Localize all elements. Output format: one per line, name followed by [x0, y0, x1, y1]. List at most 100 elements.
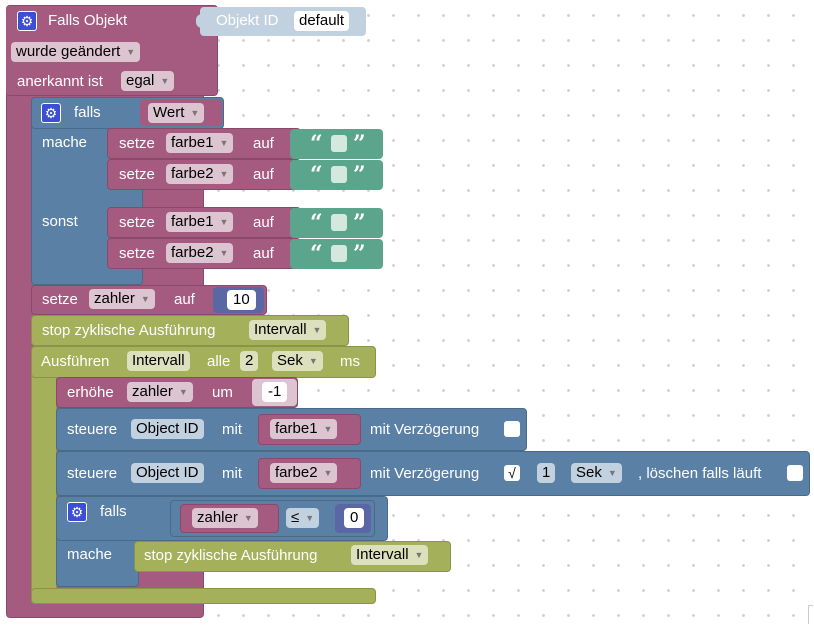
variable-value: farbe2 — [171, 244, 214, 261]
run-interval-block[interactable] — [31, 346, 57, 604]
if-label: falls — [100, 503, 127, 520]
ack-dropdown[interactable]: egal▼ — [121, 71, 175, 91]
delay-amount-input[interactable]: 1 — [537, 463, 556, 483]
operator-dropdown[interactable]: ≤▼ — [286, 508, 320, 528]
variable-dropdown-zahler[interactable]: zahler▼ — [89, 289, 155, 309]
quote-open-icon: “ — [310, 210, 323, 236]
variable-value: farbe1 — [275, 420, 318, 437]
dropdown-arrow-icon: ▼ — [190, 108, 200, 118]
clear-if-running-label: , löschen falls läuft — [638, 465, 762, 482]
number-value[interactable]: 0 — [344, 508, 365, 528]
with-label: mit — [222, 465, 242, 482]
control-label: steuere — [67, 465, 118, 482]
delay-checkbox[interactable] — [504, 421, 520, 437]
ms-label: ms — [340, 353, 360, 370]
variable-dropdown-farbe1[interactable]: farbe1 ▼ — [166, 212, 234, 232]
dropdown-arrow-icon: ▼ — [308, 356, 318, 366]
variable-dropdown-farbe1[interactable]: farbe1▼ — [166, 133, 234, 153]
gear-icon[interactable]: ⚙ — [17, 11, 37, 31]
dropdown-arrow-icon: ▼ — [323, 424, 333, 434]
delay-checkbox-checked[interactable]: √ — [504, 465, 520, 481]
variable-dropdown-farbe2[interactable]: farbe2 ▼ — [166, 243, 234, 263]
to-label: auf — [253, 245, 274, 262]
variable-value: zahler — [197, 509, 238, 526]
condition-variable-value: Wert — [153, 104, 185, 121]
interval-name-input[interactable]: Intervall — [127, 351, 190, 371]
variable-dropdown-farbe1[interactable]: farbe1 ▼ — [270, 419, 338, 439]
interval-unit-dropdown[interactable]: Sek ▼ — [272, 351, 323, 371]
stop-interval-dropdown[interactable]: Intervall▼ — [351, 545, 429, 565]
variable-value: farbe1 — [171, 213, 214, 230]
run-interval-footer — [31, 588, 376, 604]
do-label: mache — [67, 546, 113, 563]
delay-unit-value: Sek — [576, 464, 602, 481]
text-block[interactable]: “ ” — [290, 239, 383, 269]
number-value[interactable]: 10 — [227, 290, 256, 310]
quote-close-icon: ” — [353, 162, 366, 188]
by-label: um — [212, 384, 233, 401]
set-label: setze — [119, 245, 155, 262]
ack-value: egal — [126, 72, 155, 89]
ack-label: anerkannt ist — [17, 73, 103, 90]
to-label: auf — [253, 214, 274, 231]
quote-open-icon: “ — [310, 131, 323, 157]
variable-value: zahler — [94, 290, 135, 307]
text-value-field[interactable] — [331, 135, 347, 152]
dropdown-arrow-icon: ▼ — [312, 325, 322, 335]
interval-amount-input[interactable]: 2 — [240, 351, 259, 371]
dropdown-arrow-icon: ▼ — [243, 513, 253, 523]
dropdown-arrow-icon: ▼ — [178, 387, 188, 397]
set-label: setze — [119, 135, 155, 152]
to-label: auf — [174, 291, 195, 308]
text-value-field[interactable] — [331, 245, 347, 262]
dropdown-arrow-icon: ▼ — [219, 248, 229, 258]
event-title: Falls Objekt — [48, 12, 128, 29]
workspace-corner-marker — [808, 605, 813, 624]
else-label: sonst — [42, 213, 78, 230]
variable-dropdown-farbe2[interactable]: farbe2▼ — [166, 164, 234, 184]
gear-icon[interactable]: ⚙ — [41, 103, 61, 123]
do-label: mache — [42, 134, 88, 151]
object-id-label: Objekt ID — [216, 12, 279, 29]
condition-variable-dropdown[interactable]: Wert ▼ — [148, 103, 205, 123]
clear-if-running-checkbox[interactable] — [787, 465, 803, 481]
to-label: auf — [253, 135, 274, 152]
gear-icon[interactable]: ⚙ — [67, 502, 87, 522]
text-block[interactable]: “ ” — [290, 129, 383, 159]
with-label: mit — [222, 421, 242, 438]
every-label: alle — [207, 353, 231, 370]
dropdown-arrow-icon: ▼ — [219, 169, 229, 179]
dropdown-arrow-icon: ▼ — [219, 217, 229, 227]
variable-value: zahler — [132, 383, 173, 400]
change-mode-dropdown[interactable]: wurde geändert▼ — [11, 42, 141, 62]
set-label: setze — [119, 166, 155, 183]
object-id-value[interactable]: default — [294, 11, 350, 31]
text-value-field[interactable] — [331, 214, 347, 231]
quote-close-icon: ” — [353, 131, 366, 157]
variable-dropdown-zahler[interactable]: zahler ▼ — [127, 382, 193, 402]
variable-dropdown-zahler[interactable]: zahler ▼ — [192, 508, 258, 528]
quote-close-icon: ” — [353, 241, 366, 267]
interval-unit-value: Sek — [277, 352, 303, 369]
text-block[interactable]: “ ” — [290, 160, 383, 190]
input-connector — [196, 14, 202, 28]
quote-close-icon: ” — [353, 210, 366, 236]
text-block[interactable]: “ ” — [290, 208, 383, 238]
dropdown-arrow-icon: ▼ — [126, 47, 136, 57]
stop-interval-label: stop zyklische Ausführung — [144, 547, 318, 564]
interval-name-value: Intervall — [254, 321, 307, 338]
operator-value: ≤ — [291, 509, 300, 526]
number-value[interactable]: -1 — [262, 382, 288, 402]
variable-dropdown-farbe2[interactable]: farbe2▼ — [270, 463, 338, 483]
text-value-field[interactable] — [331, 166, 347, 183]
stop-interval-dropdown[interactable]: Intervall ▼ — [249, 320, 327, 340]
control-label: steuere — [67, 421, 118, 438]
if-label: falls — [74, 104, 101, 121]
object-id-field[interactable]: Object ID — [131, 463, 204, 483]
quote-open-icon: “ — [310, 241, 323, 267]
set-label: setze — [42, 291, 78, 308]
delay-label: mit Verzögerung — [370, 465, 480, 482]
object-id-field[interactable]: Object ID — [131, 419, 204, 439]
set-label: setze — [119, 214, 155, 231]
delay-unit-dropdown[interactable]: Sek▼ — [571, 463, 622, 483]
